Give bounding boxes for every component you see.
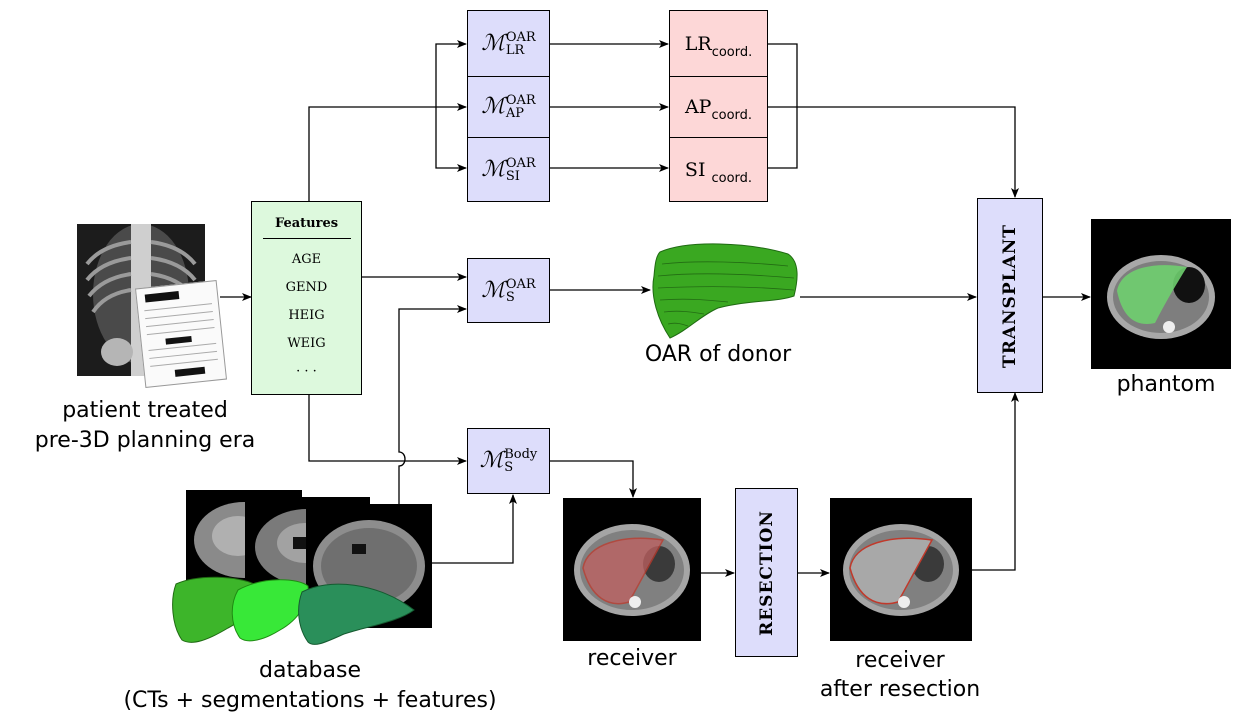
model-oar-lr-symbol: ℳ xyxy=(481,30,505,56)
model-oar-si-symbol: ℳ xyxy=(481,156,505,182)
donor-liver-image xyxy=(648,240,802,340)
resection-step: RESECTION xyxy=(735,488,798,657)
patient-caption: patient treated pre-3D planning era xyxy=(0,396,290,456)
model-body-shape-symbol: ℳ xyxy=(479,448,504,473)
model-oar-ap-symbol: ℳ xyxy=(481,94,505,119)
coord-ap: APcoord. xyxy=(669,76,768,138)
model-oar-si-sup: OAR xyxy=(505,155,536,171)
model-oar-shape-symbol: ℳ xyxy=(481,277,505,303)
model-body-shape-sup: Body xyxy=(504,447,538,462)
receiver-after-caption-line1: receiver xyxy=(855,648,945,673)
coord-ap-main: AP xyxy=(684,96,712,118)
database-caption-line1: database xyxy=(259,658,361,683)
patient-caption-line2: pre-3D planning era xyxy=(34,428,256,453)
feature-age: AGE xyxy=(291,252,322,267)
feature-gender: GEND xyxy=(285,280,328,295)
receiver-ct-image xyxy=(563,498,701,641)
database-caption: database (CTs + segmentations + features… xyxy=(80,656,540,716)
coord-ap-sub: coord. xyxy=(711,108,753,123)
coord-si-main: SI xyxy=(684,158,706,181)
document-image xyxy=(134,279,228,389)
model-oar-lr-sub: LR xyxy=(505,42,525,58)
transplant-step: TRANSPLANT xyxy=(977,198,1043,393)
receiver-after-caption-line2: after resection xyxy=(819,677,981,702)
coord-lr-sub: coord. xyxy=(711,44,753,60)
features-title: Features xyxy=(262,216,351,239)
feature-weight: WEIG xyxy=(287,336,326,351)
model-oar-ap-sup: OAR xyxy=(505,93,536,108)
model-oar-shape-sub: S xyxy=(505,289,515,305)
model-body-shape-sub: S xyxy=(504,460,514,475)
coord-lr-main: LR xyxy=(684,32,712,55)
patient-caption-line1: patient treated xyxy=(62,398,228,423)
features-box: Features AGE GEND HEIG WEIG · · · xyxy=(251,201,362,395)
model-oar-si-sub: SI xyxy=(505,168,520,184)
coord-si-sub: coord. xyxy=(711,170,753,186)
receiver-after-caption: receiver after resection xyxy=(800,646,1000,704)
phantom-caption: phantom xyxy=(1116,372,1216,397)
coord-si: SI coord. xyxy=(669,137,768,202)
database-caption-line2: (CTs + segmentations + features) xyxy=(123,688,497,713)
feature-height: HEIG xyxy=(288,308,325,323)
database-liver-meshes xyxy=(168,570,418,650)
model-oar-ap-sub: AP xyxy=(505,106,524,121)
resection-label: RESECTION xyxy=(756,509,777,636)
phantom-ct-image xyxy=(1091,219,1231,369)
feature-more: · · · xyxy=(296,364,317,379)
receiver-after-resection-ct-image xyxy=(830,498,972,641)
model-oar-lr-sup: OAR xyxy=(505,29,536,45)
receiver-caption: receiver xyxy=(587,646,677,671)
model-oar-shape-sup: OAR xyxy=(505,276,536,292)
oar-donor-caption: OAR of donor xyxy=(644,342,792,367)
coord-lr: LRcoord. xyxy=(669,10,768,77)
transplant-label: TRANSPLANT xyxy=(1000,223,1020,368)
